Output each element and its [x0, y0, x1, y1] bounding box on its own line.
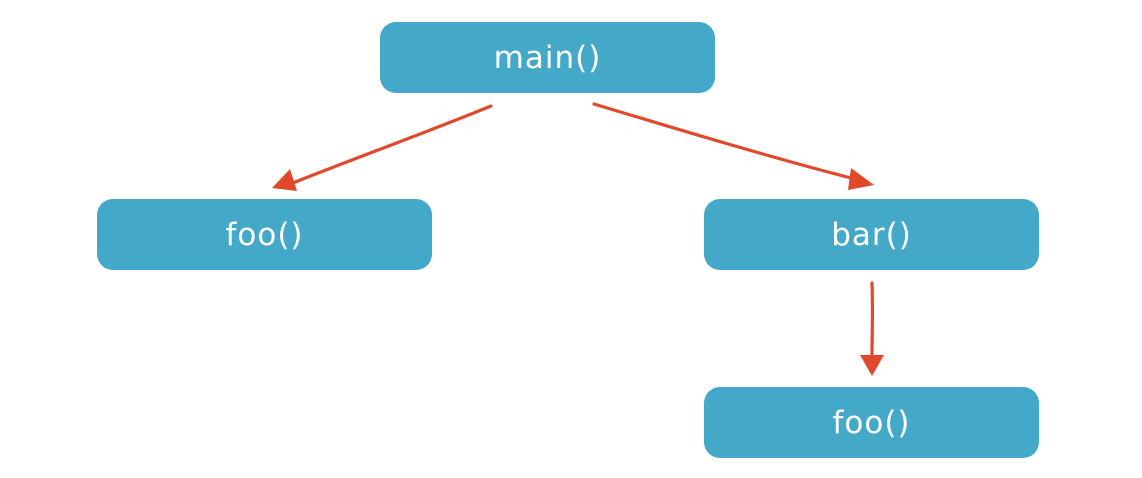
node-label: bar() [831, 216, 912, 253]
node-main: main() [380, 22, 715, 93]
arrowhead-icon [272, 169, 297, 191]
arrowhead-icon [860, 355, 884, 376]
edge-bar-to-foo [860, 281, 884, 376]
node-bar: bar() [704, 199, 1039, 270]
edge-main-to-bar [592, 102, 874, 190]
arrowhead-icon [848, 168, 874, 190]
node-foo-bottom: foo() [704, 387, 1039, 458]
node-label: main() [493, 39, 602, 76]
node-foo-left: foo() [97, 199, 432, 270]
edge-main-to-foo [272, 104, 493, 191]
node-label: foo() [225, 216, 304, 253]
node-label: foo() [832, 404, 911, 441]
